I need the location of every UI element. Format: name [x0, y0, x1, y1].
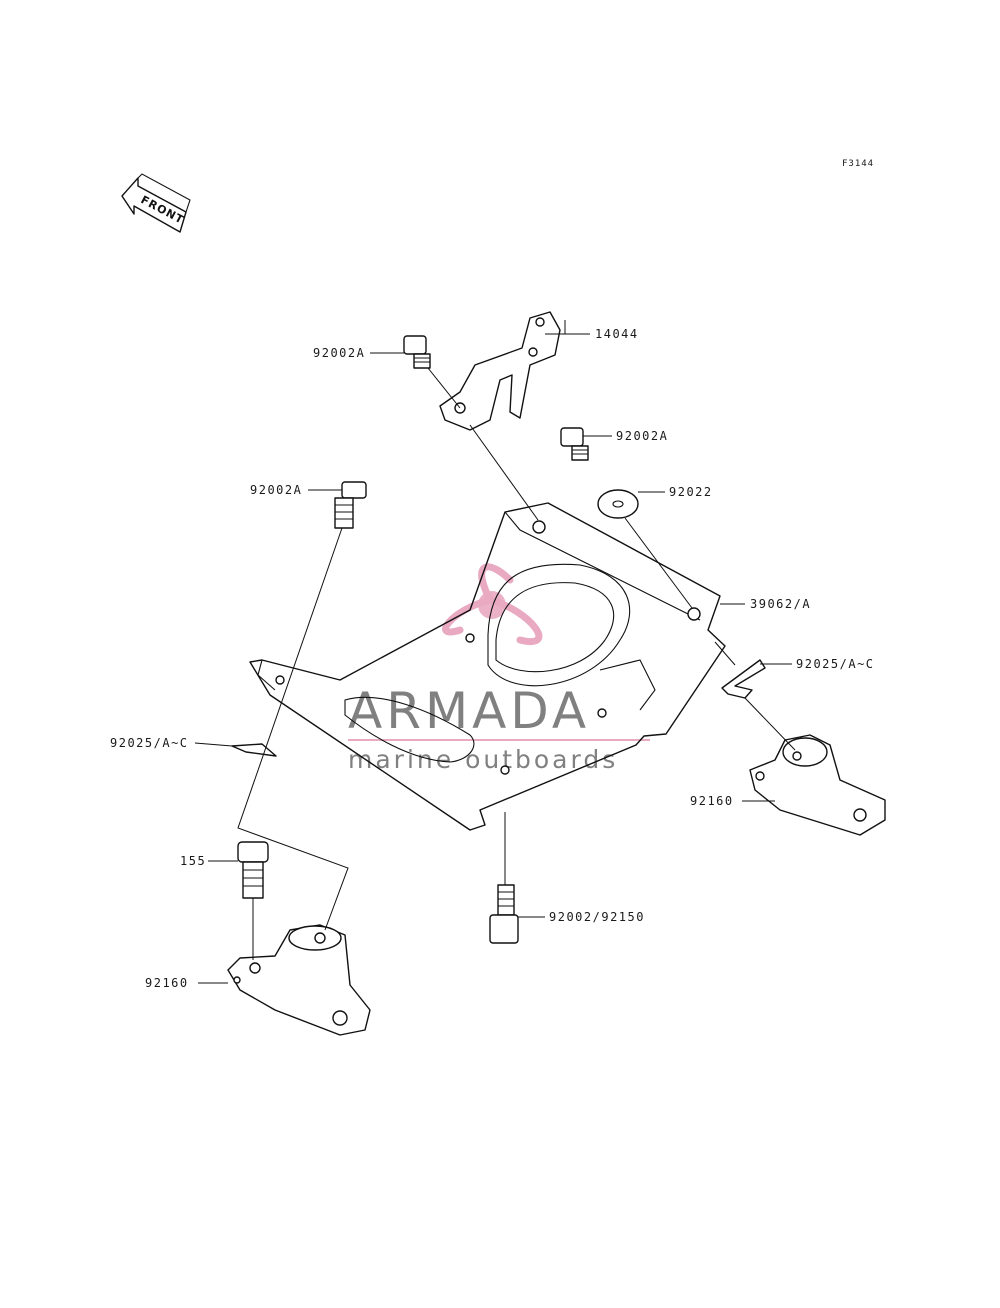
callout-92002a-top: 92002A	[313, 346, 404, 360]
assembly-lines	[237, 367, 796, 960]
svg-text:92002A: 92002A	[250, 483, 302, 497]
bolt-155	[237, 841, 269, 899]
clip-92025-left	[231, 743, 277, 757]
callout-155: 155	[180, 854, 238, 868]
watermark-logo: ARMADA marine outboards	[348, 563, 650, 774]
bolt-92002a-left	[334, 481, 367, 529]
callout-92002-92150: 92002/92150	[518, 910, 645, 924]
svg-text:155: 155	[180, 854, 206, 868]
figure-id: F3144	[842, 159, 874, 169]
callout-92160-left: 92160	[145, 976, 228, 990]
rubber-mount-92160-right	[749, 734, 886, 836]
callout-14044: 14044	[545, 320, 639, 341]
bolt-92002-92150	[489, 884, 519, 944]
callout-92022: 92022	[638, 485, 713, 499]
washer-92022	[597, 489, 639, 519]
watermark-brand: ARMADA	[348, 682, 590, 740]
front-arrow-icon: FRONT	[121, 173, 191, 233]
svg-text:92002A: 92002A	[313, 346, 365, 360]
callout-92002a-left: 92002A	[250, 483, 342, 497]
bolt-92002a-right	[560, 427, 589, 461]
watermark-tagline: marine outboards	[348, 745, 618, 774]
svg-text:92022: 92022	[669, 485, 713, 499]
svg-text:92025/A~C: 92025/A~C	[796, 657, 875, 671]
rubber-mount-92160-left	[227, 924, 371, 1036]
svg-text:92002/92150: 92002/92150	[549, 910, 645, 924]
svg-text:92002A: 92002A	[616, 429, 668, 443]
callout-39062: 39062/A	[720, 597, 811, 611]
svg-text:92160: 92160	[145, 976, 189, 990]
callout-92025-right: 92025/A~C	[760, 657, 875, 671]
callout-92002a-right: 92002A	[583, 429, 668, 443]
clip-92025-right	[721, 659, 766, 699]
callout-92025-left: 92025/A~C	[110, 736, 233, 750]
callout-92160-right: 92160	[690, 794, 775, 808]
bolt-92002a-top	[403, 335, 431, 369]
svg-text:39062/A: 39062/A	[750, 597, 811, 611]
svg-text:92025/A~C: 92025/A~C	[110, 736, 189, 750]
svg-text:14044: 14044	[595, 327, 639, 341]
bracket-14044	[439, 311, 561, 431]
svg-text:92160: 92160	[690, 794, 734, 808]
mount-plate	[249, 502, 726, 831]
